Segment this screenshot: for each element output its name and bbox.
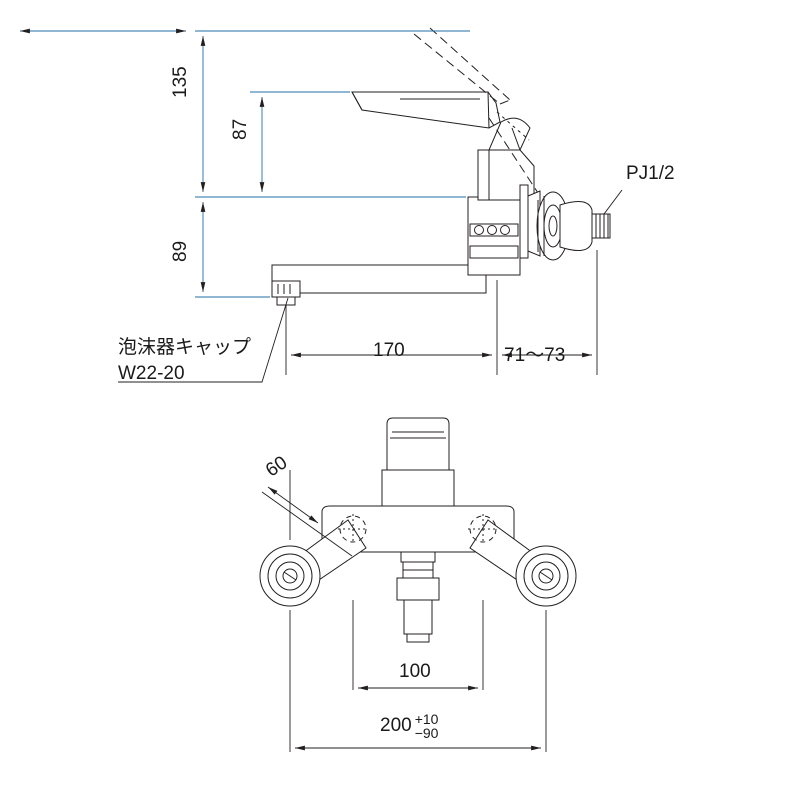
dimension-200-tol-upper: +10 xyxy=(414,711,439,727)
side-view-geometry xyxy=(271,27,611,306)
side-view-callout-leaders xyxy=(118,189,623,383)
side-view-dimension-lines xyxy=(20,28,470,298)
dimension-label-135: 135 xyxy=(170,66,191,98)
side-view-horizontal-dims xyxy=(285,250,598,375)
dimension-label-71-73: 71〜73 xyxy=(504,345,566,366)
callout-label-aerator-line2: W22-20 xyxy=(118,363,185,384)
dimension-200-value: 200 xyxy=(380,715,412,737)
dimension-label-200: 200 +10 −90 xyxy=(380,712,438,740)
dimension-label-87: 87 xyxy=(230,118,251,140)
callout-label-pj: PJ1/2 xyxy=(626,163,675,184)
dimension-label-170: 170 xyxy=(373,340,405,361)
side-view-vertical-dims xyxy=(200,36,265,292)
front-view-geometry xyxy=(259,417,577,643)
dimension-200-tol-lower: −90 xyxy=(414,725,439,741)
callout-label-aerator-line1: 泡沫器キャップ xyxy=(118,337,252,358)
front-view-dimension-lines xyxy=(261,470,547,752)
dimension-label-89: 89 xyxy=(170,240,191,262)
dimension-label-100: 100 xyxy=(399,661,431,682)
